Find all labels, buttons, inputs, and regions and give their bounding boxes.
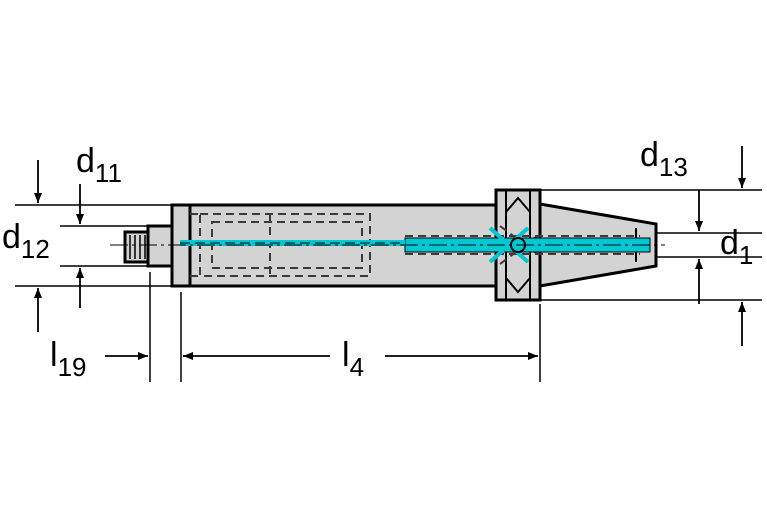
nut-grip: [129, 235, 146, 259]
holder-body: [123, 188, 658, 302]
label-d1: d1: [720, 224, 753, 270]
label-l4: l4: [342, 336, 364, 382]
label-d13: d13: [640, 136, 688, 182]
label-l19: l19: [50, 336, 86, 382]
label-d11: d11: [76, 142, 122, 188]
dimension-arrows: [34, 146, 746, 360]
extension-lines: [15, 189, 762, 382]
collet-cap: [146, 224, 174, 268]
label-d12: d12: [2, 218, 50, 264]
